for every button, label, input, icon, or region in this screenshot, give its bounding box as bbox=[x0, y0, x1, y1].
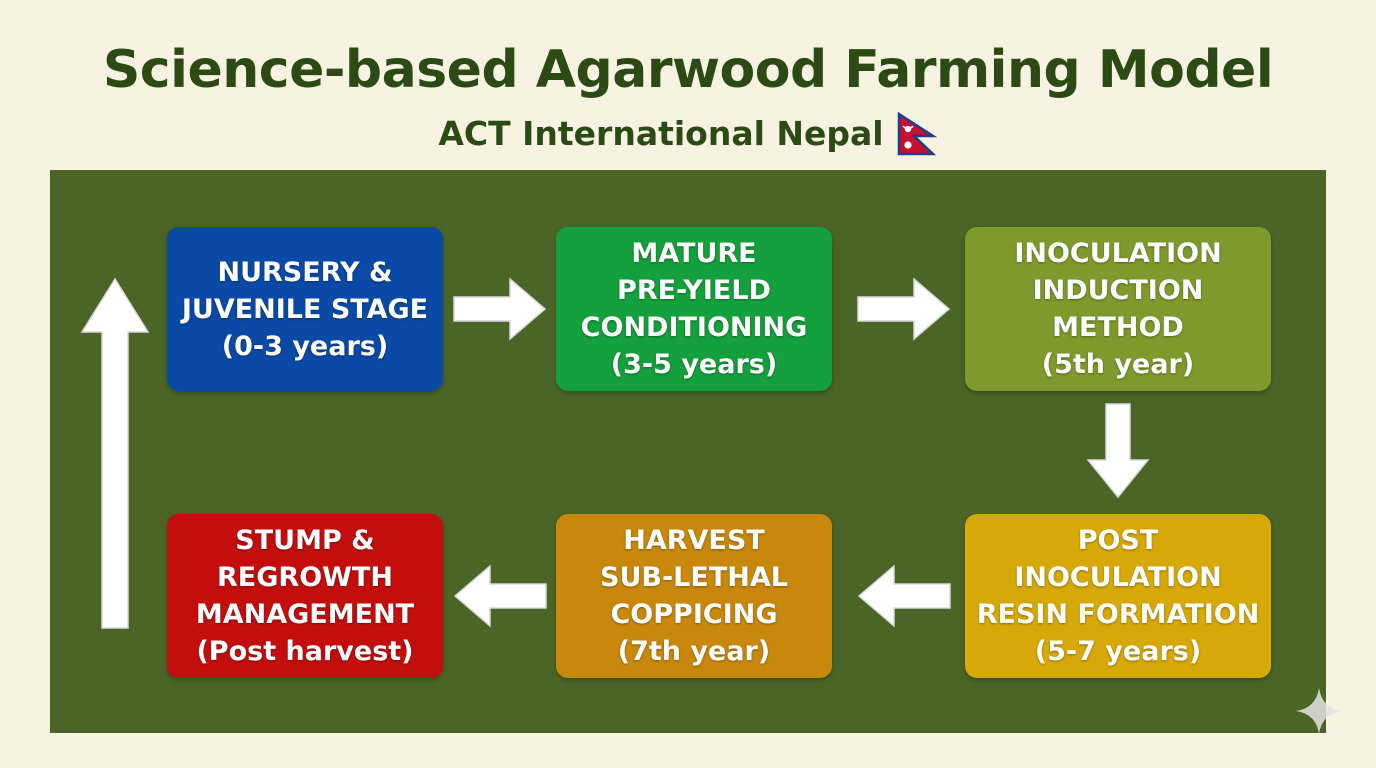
arrow-mature-to-inoculation bbox=[857, 277, 951, 341]
sparkle-icon bbox=[1296, 688, 1342, 734]
stage-post-inoculation-box: POST INOCULATION RESIN FORMATION (5-7 ye… bbox=[965, 514, 1271, 678]
stage-nursery-label: NURSERY & JUVENILE STAGE (0-3 years) bbox=[181, 256, 429, 362]
subtitle-row: ACT International Nepal bbox=[0, 110, 1376, 158]
arrow-harvest-to-stump bbox=[453, 564, 547, 628]
arrow-post-to-harvest bbox=[857, 564, 951, 628]
arrow-stump-to-nursery bbox=[80, 277, 150, 629]
stage-harvest-label: HARVEST SUB-LETHAL COPPICING (7th year) bbox=[600, 525, 788, 667]
page-title: Science-based Agarwood Farming Model bbox=[102, 40, 1274, 100]
page-subtitle: ACT International Nepal bbox=[438, 114, 884, 153]
stage-harvest-box: HARVEST SUB-LETHAL COPPICING (7th year) bbox=[556, 514, 832, 678]
stage-post-inoculation-label: POST INOCULATION RESIN FORMATION (5-7 ye… bbox=[976, 525, 1260, 667]
stage-inoculation-box: INOCULATION INDUCTION METHOD (5th year) bbox=[965, 227, 1271, 391]
stage-stump-label: STUMP & REGROWTH MANAGEMENT (Post harves… bbox=[195, 525, 415, 667]
stage-mature-label: MATURE PRE-YIELD CONDITIONING (3-5 years… bbox=[580, 238, 808, 380]
stage-mature-box: MATURE PRE-YIELD CONDITIONING (3-5 years… bbox=[556, 227, 832, 391]
arrow-inoculation-to-post bbox=[1086, 403, 1150, 499]
stage-inoculation-label: INOCULATION INDUCTION METHOD (5th year) bbox=[1014, 238, 1222, 380]
stage-stump-box: STUMP & REGROWTH MANAGEMENT (Post harves… bbox=[167, 514, 443, 678]
arrow-nursery-to-mature bbox=[453, 277, 547, 341]
nepal-flag-icon bbox=[897, 112, 937, 156]
diagram-panel: NURSERY & JUVENILE STAGE (0-3 years) MAT… bbox=[50, 170, 1326, 733]
stage-nursery-box: NURSERY & JUVENILE STAGE (0-3 years) bbox=[167, 227, 443, 391]
